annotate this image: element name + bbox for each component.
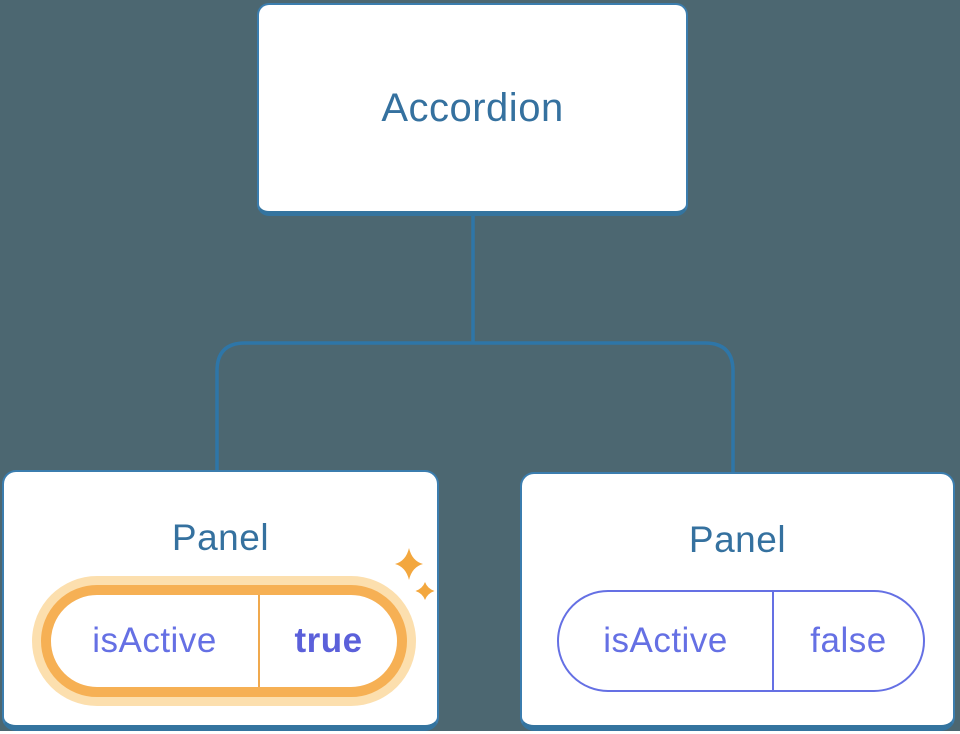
panel-node-inactive: Panel isActive false <box>520 472 955 731</box>
prop-name-active: isActive <box>92 621 217 660</box>
prop-value-active: true <box>294 621 363 660</box>
page-background-strip <box>0 731 960 734</box>
accordion-node: Accordion <box>257 3 688 216</box>
pill-divider-inactive <box>772 592 774 690</box>
connector-branch <box>215 341 735 472</box>
panel-inactive-title: Panel <box>688 519 787 560</box>
prop-value-inactive: false <box>810 621 887 660</box>
prop-pill-active: isActive true <box>41 585 407 697</box>
accordion-node-label: Accordion <box>381 85 564 130</box>
panel-active-title: Panel <box>171 517 270 558</box>
prop-pill-inactive: isActive false <box>557 590 925 692</box>
prop-name-inactive: isActive <box>603 621 728 660</box>
sparkles-icon <box>395 548 435 600</box>
pill-divider-active <box>258 595 260 687</box>
panel-node-active: Panel isActive true <box>2 470 439 731</box>
